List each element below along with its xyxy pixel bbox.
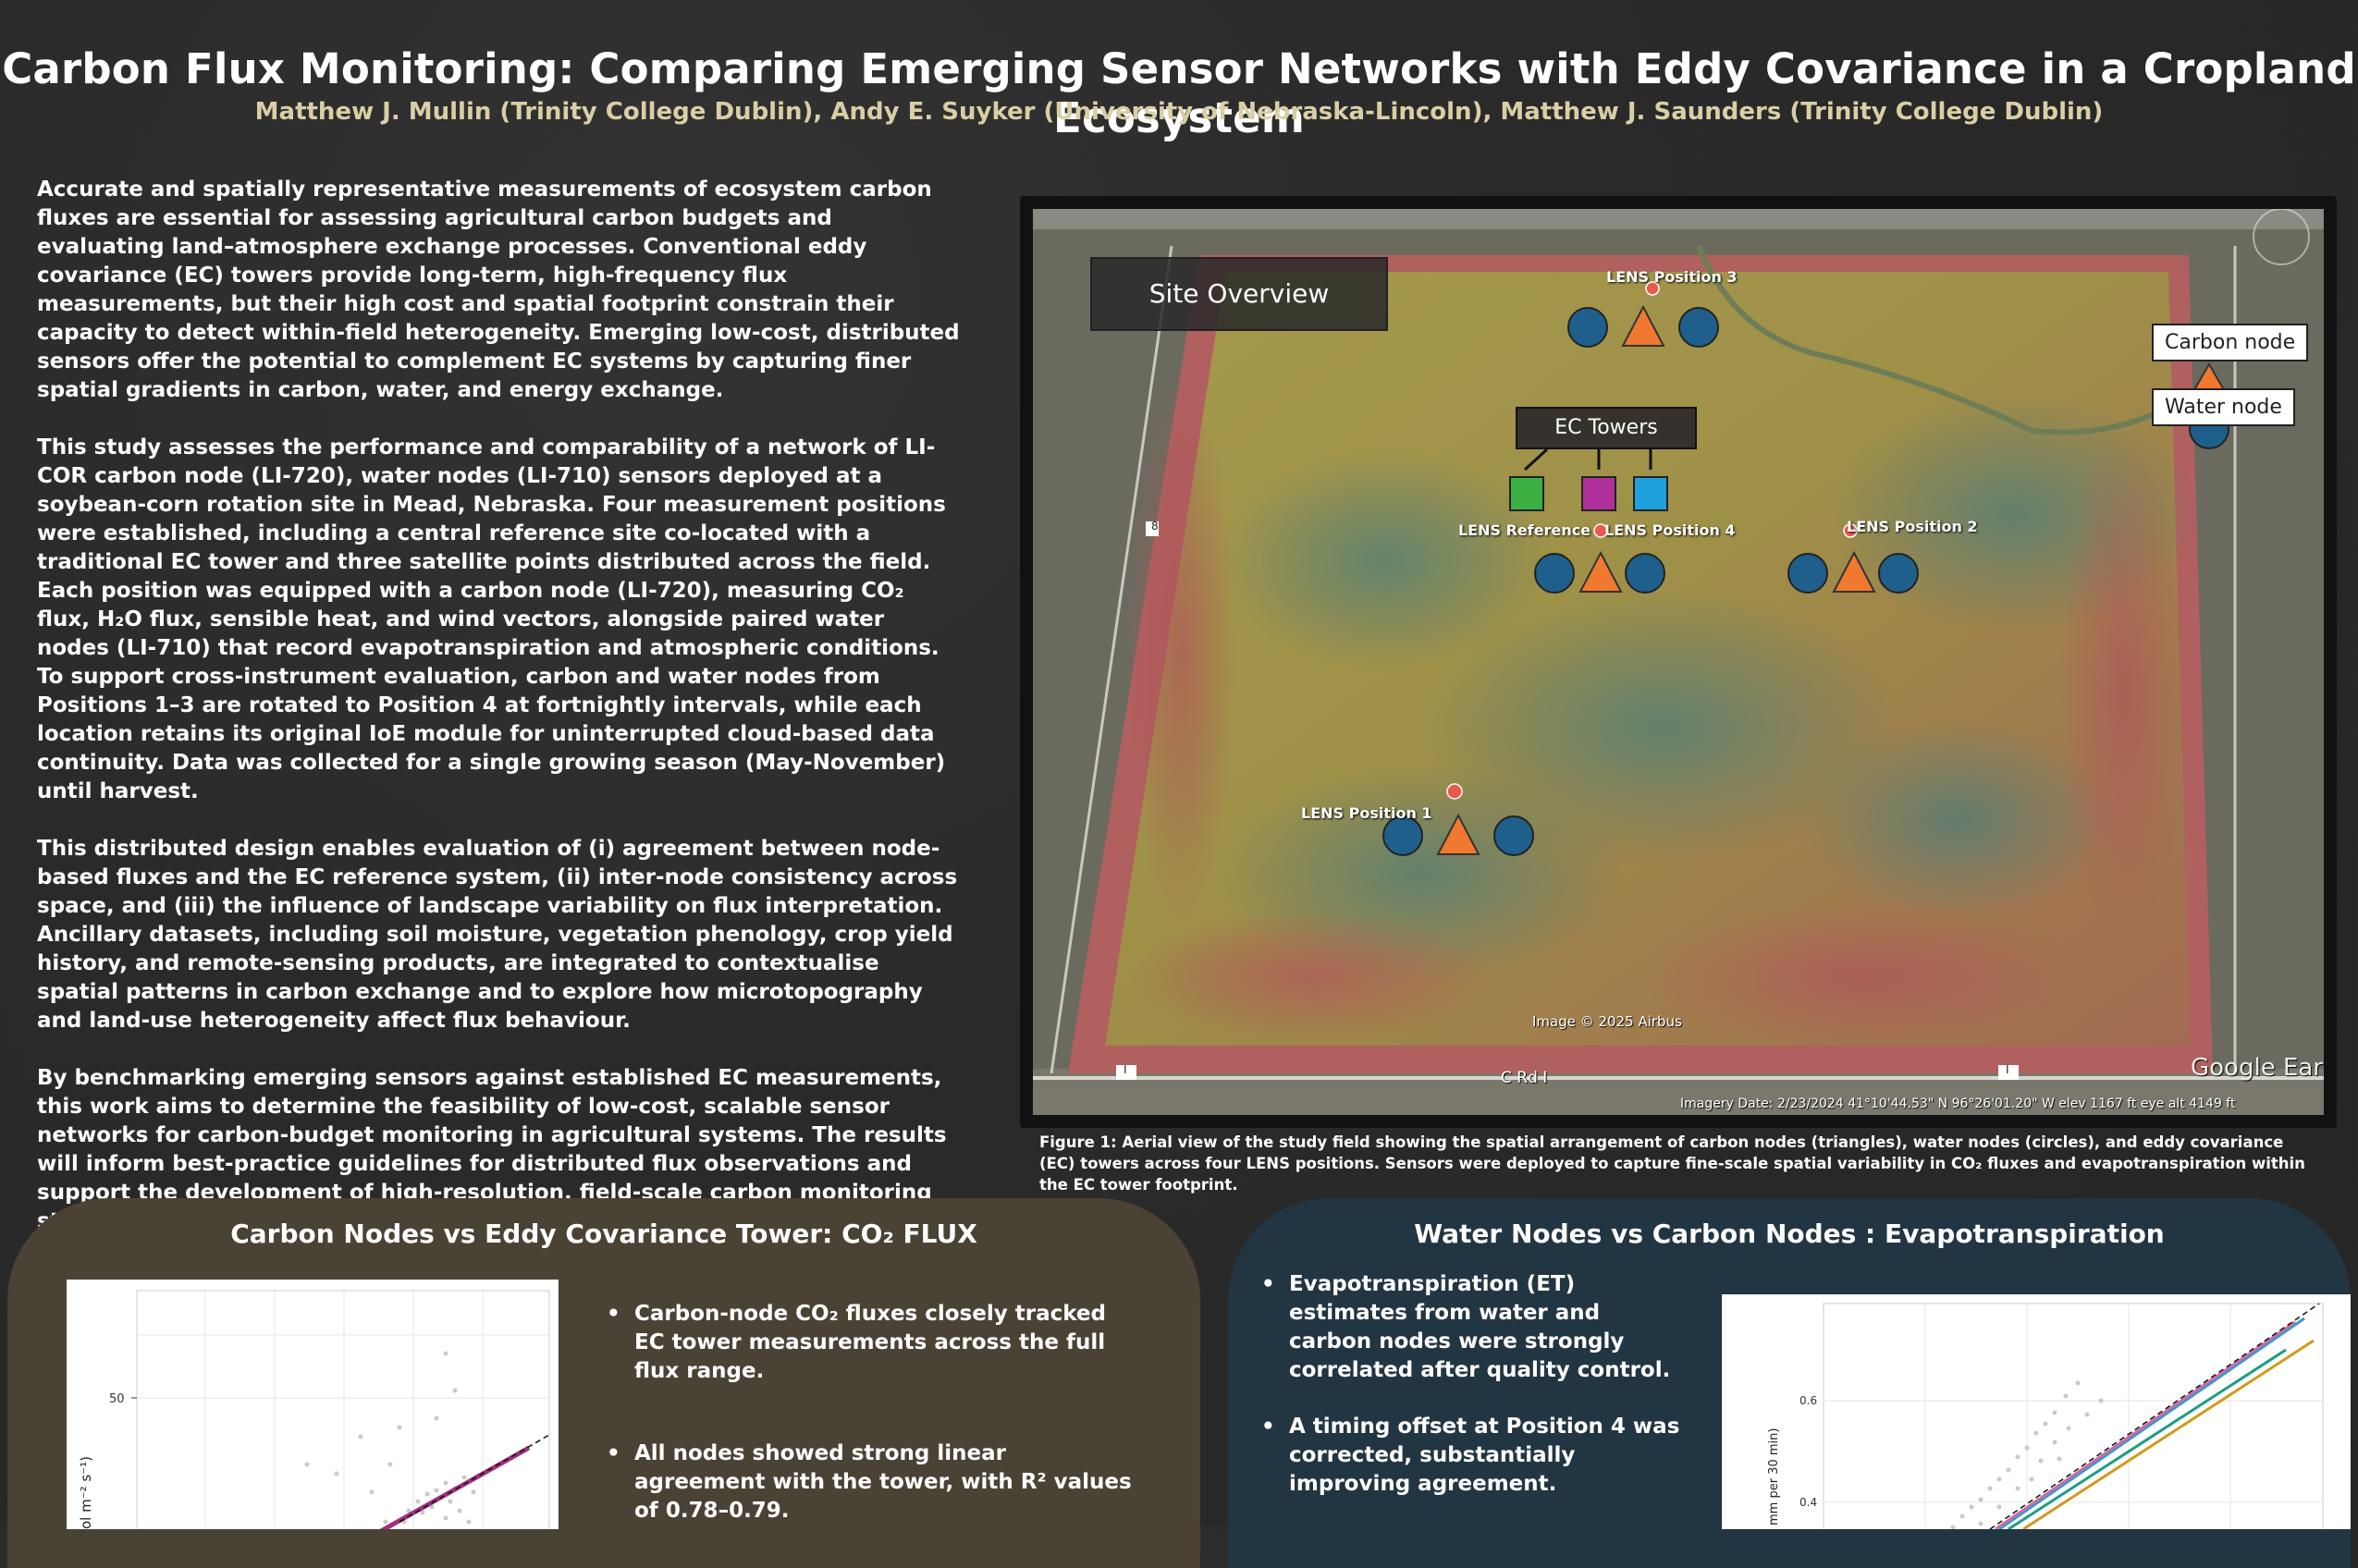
co2-y-tick: 50 [109, 1392, 125, 1406]
road-marker: 8 [1151, 520, 1159, 533]
road-label: C Rd I [1501, 1069, 1548, 1087]
poster-authors: Matthew J. Mullin (Trinity College Dubli… [254, 98, 2104, 126]
co2-y-label: ol m⁻² s⁻¹) [78, 1456, 94, 1529]
carbon-node [1578, 550, 1623, 593]
water-node [1382, 815, 1423, 856]
water-node [1493, 815, 1534, 856]
et-panel-title: Water Nodes vs Carbon Nodes : Evapotrans… [1414, 1219, 2165, 1249]
position-3-label: LENS Position 3 [1606, 268, 1738, 286]
co2-finding-item: Carbon-node CO₂ fluxes closely tracked E… [607, 1300, 1134, 1386]
et-y-tick: 0.6 [1799, 1394, 1817, 1407]
co2-flux-panel: Carbon Nodes vs Eddy Covariance Tower: C… [7, 1198, 1200, 1568]
water-node [1534, 553, 1575, 594]
map-copyright: Image © 2025 Airbus [1532, 1013, 1682, 1030]
road-marker: I [2006, 1063, 2009, 1076]
map-graphic [1033, 209, 2324, 1115]
et-panel: Water Nodes vs Carbon Nodes : Evapotrans… [1228, 1198, 2351, 1568]
intro-paragraph: This distributed design enables evaluati… [37, 837, 958, 1033]
site-map: Site Overview Carbon node Water node EC … [1033, 209, 2324, 1115]
position-4-label: LENS Position 4 [1604, 521, 1736, 539]
legend-water-label: Water node [2152, 388, 2295, 426]
intro-paragraph: This study assesses the performance and … [37, 435, 946, 803]
et-y-label: mm per 30 min) [1767, 1428, 1781, 1525]
co2-findings: Carbon-node CO₂ fluxes closely tracked E… [607, 1300, 1134, 1525]
figure-caption: Figure 1: Aerial view of the study field… [1039, 1133, 2305, 1194]
et-scatter-plot: 0.6 0.4 mm per 30 min) [1722, 1294, 2351, 1536]
ec-tower-cyan [1633, 476, 1668, 511]
ec-tower-magenta [1581, 476, 1616, 511]
water-node [1878, 553, 1919, 594]
drainage-path [1696, 244, 2191, 435]
et-finding-item: A timing offset at Position 4 was correc… [1261, 1413, 1687, 1499]
carbon-node [1436, 813, 1480, 855]
road-marker: I [1124, 1063, 1127, 1076]
et-finding-item: Evapotranspiration (ET) estimates from w… [1261, 1270, 1687, 1385]
reference-label: LENS Reference [1458, 521, 1591, 539]
et-y-tick: 0.4 [1799, 1496, 1817, 1509]
intro-paragraph: Accurate and spatially representative me… [37, 178, 960, 402]
et-findings: Evapotranspiration (ET) estimates from w… [1261, 1270, 1687, 1499]
co2-finding-item: All nodes showed strong linear agreement… [607, 1439, 1134, 1525]
water-node [1787, 553, 1828, 594]
imagery-info: Imagery Date: 2/23/2024 41°10'44.53" N 9… [1680, 1096, 2236, 1111]
water-node [1567, 307, 1608, 348]
poster-title: Carbon Flux Monitoring: Comparing Emergi… [2, 44, 2356, 142]
ec-towers-label: EC Towers [1516, 407, 1697, 449]
site-overview-label: Site Overview [1090, 257, 1388, 331]
water-node [1678, 307, 1719, 348]
pin-icon [1446, 281, 1858, 800]
ec-tower-green [1509, 476, 1544, 511]
google-earth-watermark: Google Earth [2191, 1054, 2324, 1082]
co2-panel-title: Carbon Nodes vs Eddy Covariance Tower: C… [230, 1219, 977, 1249]
water-node [1625, 553, 1665, 594]
carbon-node [1832, 550, 1876, 593]
co2-scatter-plot: 50 ol m⁻² s⁻¹) [67, 1280, 559, 1534]
intro-text: Accurate and spatially representative me… [37, 176, 962, 1265]
position-2-label: LENS Position 2 [1847, 518, 1978, 535]
position-1-label: LENS Position 1 [1301, 804, 1432, 822]
carbon-node [1621, 304, 1665, 347]
legend-carbon-label: Carbon node [2152, 324, 2309, 361]
